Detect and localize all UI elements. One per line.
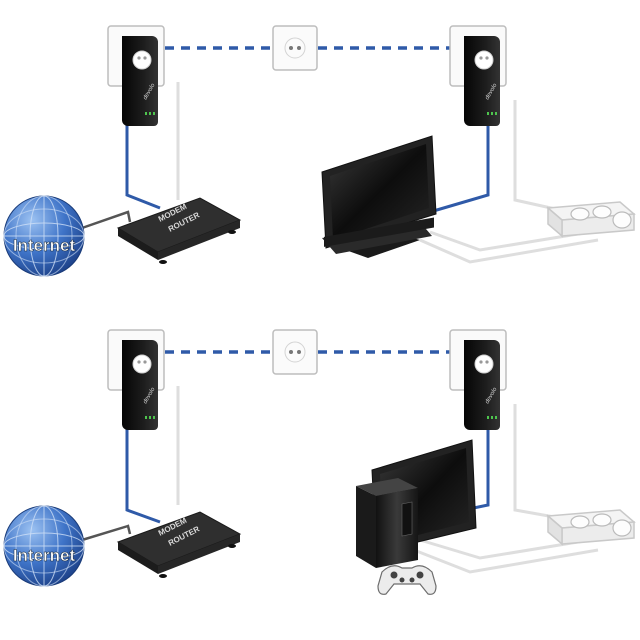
power-cable-console (419, 538, 591, 560)
power-cable-console-2 (413, 548, 599, 574)
router-icon-2: MODEM ROUTER (116, 511, 242, 578)
scenario-console: Internet MODEM ROUTER devolo devolo (3, 329, 635, 595)
ethernet-cable-2 (125, 424, 161, 524)
powerline-adapter-icon: devolo (107, 25, 165, 127)
internet-label-2: Internet (13, 546, 76, 565)
ethernet-cable-tv (429, 110, 490, 214)
internet-label: Internet (13, 236, 76, 255)
power-cable-tv (429, 230, 591, 252)
internet-cable (81, 210, 132, 230)
wall-socket-icon (272, 25, 318, 71)
scenario-tv: Internet MODEM ROUTER devolo devolo (3, 25, 635, 277)
game-console-icon (356, 478, 418, 568)
router-icon: MODEM ROUTER (116, 197, 242, 264)
wall-socket-icon-2 (272, 329, 318, 375)
power-cable-adapter (513, 100, 561, 212)
powerline-adapter-icon-remote: devolo (449, 25, 507, 127)
power-strip-icon-2 (547, 509, 635, 545)
power-cable-tv-2 (419, 238, 599, 264)
tv-icon (321, 135, 437, 258)
ethernet-cable (125, 120, 161, 210)
gamepad-icon (377, 565, 437, 595)
internet-cable-2 (81, 524, 132, 542)
powerline-adapter-icon-4: devolo (449, 329, 507, 431)
power-strip-icon (547, 201, 635, 237)
power-cable-adapter-2 (513, 404, 561, 520)
powerline-adapter-icon-3: devolo (107, 329, 165, 431)
